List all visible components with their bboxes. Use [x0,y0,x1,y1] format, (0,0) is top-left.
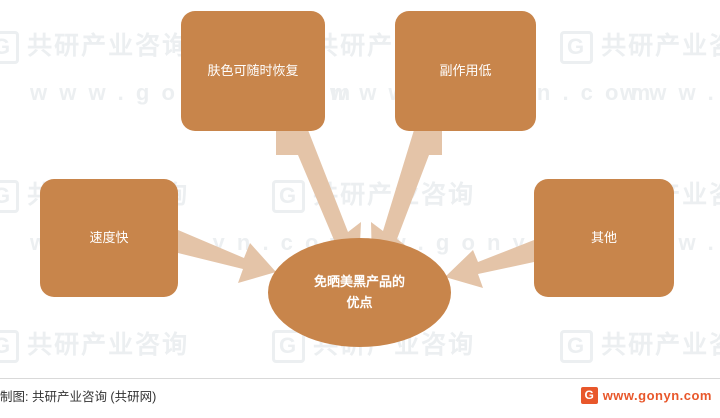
node-fast-speed[interactable]: 速度快 [40,179,178,297]
arrow-other-to-center [445,240,534,288]
node-other-label: 其他 [590,230,617,246]
watermark-logo-mark: G [0,330,20,363]
watermark-brand-text: 共研产业咨询 [313,181,476,209]
watermark-brand-text: 共研产业咨询 [27,32,190,60]
center-node-label-line2: 优点 [346,294,373,310]
watermark-logo-mark: G [272,180,306,213]
watermark-logo-mark: G [0,180,20,213]
site-logo-text: www.gonyn.com [602,388,712,403]
center-node-label: 免晒美黑产品的 优点 [314,272,405,314]
node-low-side-effect[interactable]: 副作用低 [395,11,536,131]
node-skin-recovery-label: 肤色可随时恢复 [207,63,299,79]
watermark-logo-mark: G [0,31,20,64]
node-skin-recovery[interactable]: 肤色可随时恢复 [181,11,325,131]
watermark-brand-text: 共研产业咨询 [601,331,720,359]
node-other[interactable]: 其他 [534,179,674,297]
watermark-logo-mark: G [560,330,594,363]
center-node[interactable]: 免晒美黑产品的 优点 [268,238,451,347]
watermark-brand-text: 共研产业咨询 [27,331,190,359]
chart-credit: 制图: 共研产业咨询 (共研网) [0,390,157,404]
node-low-side-effect-label: 副作用低 [439,63,492,79]
watermark-logo-mark: G [560,31,594,64]
site-logo: G www.gonyn.com [580,387,712,404]
watermark-url: w w w . g o n y n . c o m [620,80,720,105]
watermark-logo-mark: G [272,330,306,363]
footer-divider [0,378,720,379]
watermark-brand-text: 共研产业咨询 [601,32,720,60]
node-fast-speed-label: 速度快 [89,230,129,246]
site-logo-mark: G [580,387,598,404]
arrow-fast-speed-to-center [178,230,276,283]
center-node-label-line1: 免晒美黑产品的 [313,273,405,289]
